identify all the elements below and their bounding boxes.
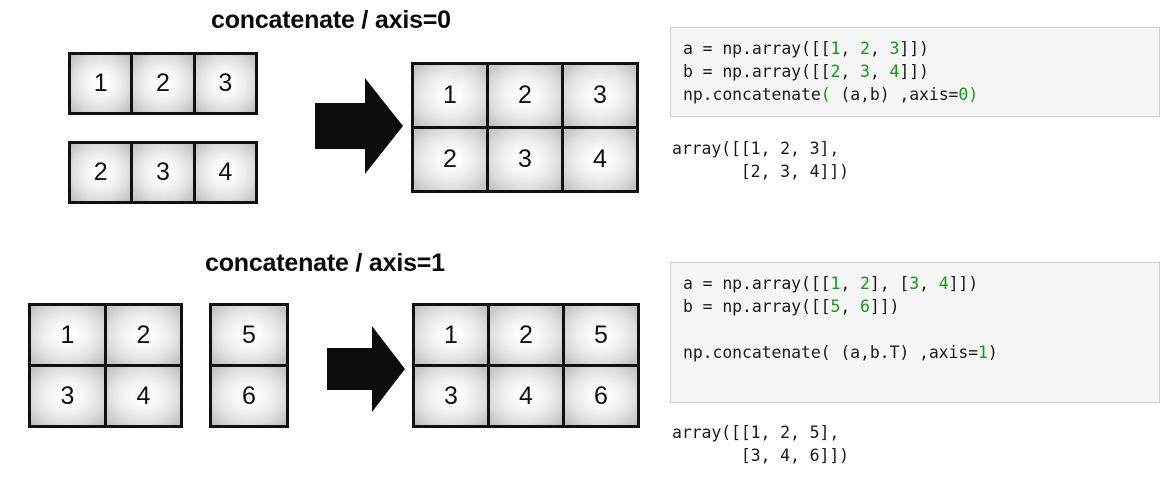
output-line: [2, 3, 4]])	[672, 162, 850, 181]
code-output-axis0: array([[1, 2, 3], [2, 3, 4]])	[672, 137, 849, 183]
code-token: 5	[830, 297, 841, 316]
code-line: b = np.array([[2, 3, 4]])	[683, 60, 1147, 83]
grid-cell: 3	[195, 55, 255, 112]
code-line: b = np.array([[5, 6]])	[683, 295, 1147, 318]
section-title-axis1: concatenate / axis=1	[205, 249, 445, 277]
grid-cell: 2	[107, 306, 180, 364]
output-line: array([[1, 2, 3],	[672, 139, 840, 158]
code-token: 6	[860, 297, 870, 316]
code-token: ,	[919, 274, 939, 293]
grid-cell: 3	[415, 367, 487, 425]
code-output-axis1: array([[1, 2, 5], [3, 4, 6]])	[672, 421, 849, 467]
grid-cell: 2	[71, 144, 131, 201]
code-token: 1	[830, 39, 841, 58]
grid-cell: 6	[212, 367, 286, 425]
grid-cell: 3	[564, 65, 636, 126]
code-token: (	[820, 85, 831, 104]
code-lines-axis0: a = np.array([[1, 2, 3]])b = np.array([[…	[683, 37, 1147, 106]
grid-cell: 2	[133, 55, 193, 112]
code-token: ]])	[869, 297, 900, 316]
code-block-axis1[interactable]: a = np.array([[1, 2], [3, 4]])b = np.arr…	[670, 262, 1160, 403]
code-lines-axis1: a = np.array([[1, 2], [3, 4]])b = np.arr…	[683, 272, 1147, 364]
code-token: 4	[938, 274, 949, 293]
code-line	[683, 318, 1147, 341]
result-grid-axis1: 1 2 5 3 4 6	[412, 303, 640, 428]
code-token: ,	[840, 297, 861, 316]
code-token: a = np.array([[	[683, 274, 831, 293]
code-line: a = np.array([[1, 2], [3, 4]])	[683, 272, 1147, 295]
code-token: 3	[909, 274, 920, 293]
grid-cell: 4	[564, 129, 636, 190]
result-grid-axis0: 1 2 3 2 3 4	[411, 62, 639, 193]
grid-cell: 3	[133, 144, 193, 201]
code-line: np.concatenate( (a,b) ,axis=0)	[683, 83, 1147, 106]
grid-cell: 2	[490, 306, 562, 364]
section-title-axis0: concatenate / axis=0	[211, 6, 451, 34]
grid-cell: 5	[565, 306, 637, 364]
code-line: np.concatenate( (a,b.T) ,axis=1)	[683, 341, 1147, 364]
code-token: 2	[830, 62, 841, 81]
input-grid-a-axis0: 1 2 3	[68, 52, 258, 115]
code-token: b = np.array([[	[683, 297, 831, 316]
grid-cell: 1	[31, 306, 104, 364]
code-token: 2	[860, 39, 870, 58]
code-token: 1	[830, 274, 841, 293]
right-block-arrow-axis0	[313, 76, 405, 176]
code-token: a = np.array([[	[683, 39, 831, 58]
right-block-arrow-axis1	[325, 324, 407, 414]
code-token: ]])	[899, 39, 929, 58]
code-token: ]])	[948, 274, 979, 293]
code-token: np.concatenate	[683, 85, 821, 104]
input-grid-b-axis1: 5 6	[209, 303, 289, 428]
code-line: a = np.array([[1, 2, 3]])	[683, 37, 1147, 60]
code-token: 3	[860, 62, 870, 81]
grid-cell: 1	[71, 55, 131, 112]
code-token: )	[968, 85, 979, 104]
input-grid-b-axis0: 2 3 4	[68, 141, 258, 204]
grid-cell: 3	[31, 367, 104, 425]
grid-cell: 4	[107, 367, 180, 425]
grid-cell: 1	[415, 306, 487, 364]
input-grid-a-axis1: 1 2 3 4	[28, 303, 183, 428]
code-token: b = np.array([[	[683, 62, 831, 81]
output-line: [3, 4, 6]])	[672, 446, 850, 465]
code-token: ]])	[899, 62, 929, 81]
code-token: 4	[889, 62, 900, 81]
code-token: 3	[889, 39, 900, 58]
code-token: ], [	[869, 274, 910, 293]
code-token: (a,b) ,axis=	[830, 85, 959, 104]
code-token: np.concatenate( (a,b.T) ,axis=	[683, 343, 979, 362]
code-token: 2	[860, 274, 870, 293]
grid-cell: 2	[414, 129, 486, 190]
code-token: 1	[978, 343, 988, 362]
grid-cell: 2	[489, 65, 561, 126]
code-token: ,	[840, 39, 861, 58]
code-token: ,	[840, 274, 861, 293]
grid-cell: 4	[195, 144, 255, 201]
code-token: )	[987, 343, 998, 362]
code-token: ,	[840, 62, 861, 81]
grid-cell: 5	[212, 306, 286, 364]
code-token: ,	[869, 62, 890, 81]
grid-cell: 6	[565, 367, 637, 425]
code-token: ,	[869, 39, 890, 58]
output-line: array([[1, 2, 5],	[672, 423, 840, 442]
grid-cell: 4	[490, 367, 562, 425]
grid-cell: 1	[414, 65, 486, 126]
code-block-axis0[interactable]: a = np.array([[1, 2, 3]])b = np.array([[…	[670, 27, 1160, 117]
grid-cell: 3	[489, 129, 561, 190]
code-token: 0	[958, 85, 969, 104]
